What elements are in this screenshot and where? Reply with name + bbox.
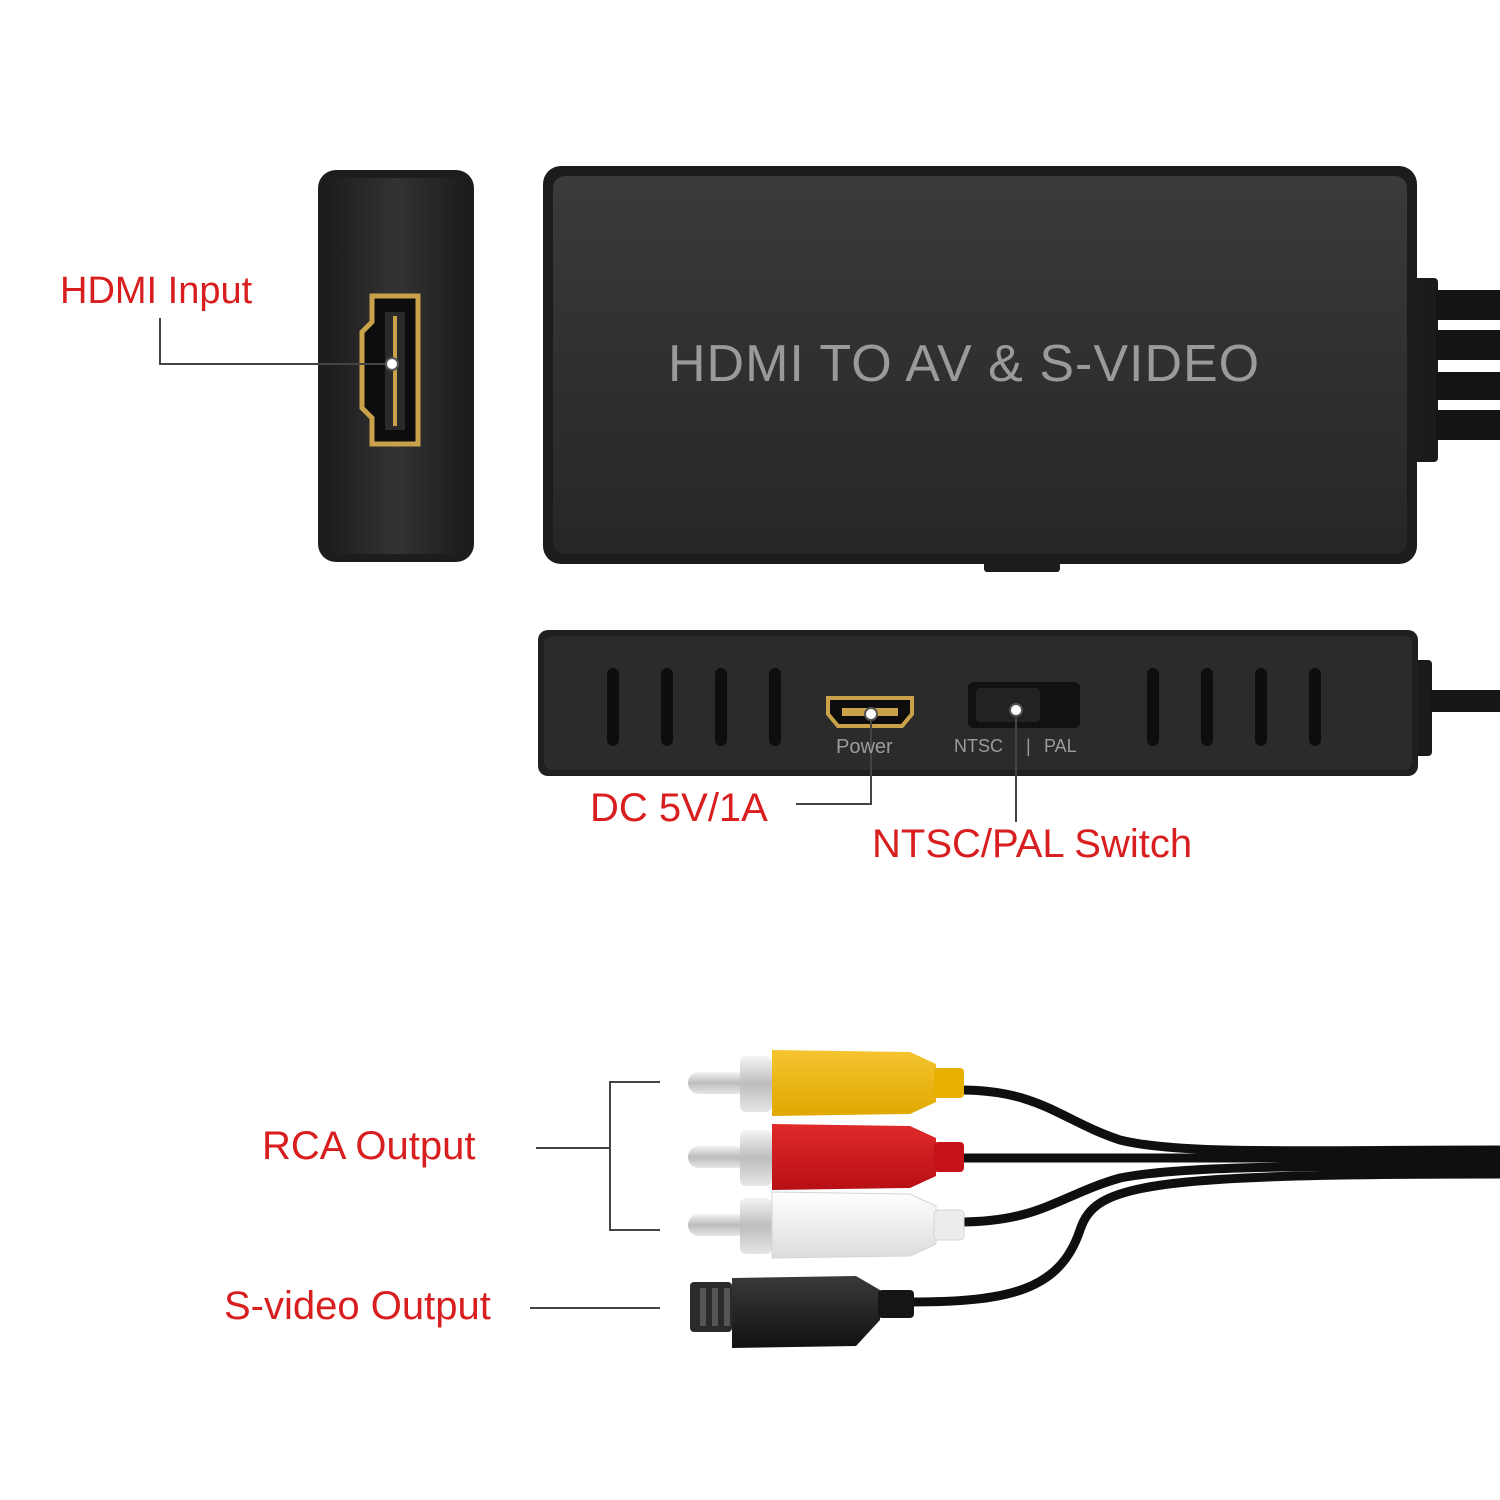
- vent-slot: [1255, 668, 1267, 746]
- switch-divider: |: [1026, 736, 1031, 756]
- converter-box-top: [543, 166, 1500, 572]
- callout-hdmi-input: HDMI Input: [60, 270, 253, 312]
- callout-ntsc-pal-switch: NTSC/PAL Switch: [872, 822, 1193, 866]
- output-cables: [909, 1085, 1500, 1307]
- vent-slot: [1201, 668, 1213, 746]
- vent-slot: [607, 668, 619, 746]
- svideo-plug: [690, 1276, 914, 1348]
- vent-slot: [661, 668, 673, 746]
- device-top-label: HDMI TO AV & S-VIDEO: [668, 335, 1261, 393]
- rca-plug-red: [688, 1124, 964, 1190]
- power-port-label: Power: [836, 736, 893, 758]
- callout-svideo-output: S-video Output: [224, 1284, 491, 1328]
- converter-box-side: [538, 630, 1500, 776]
- callout-dc-power: DC 5V/1A: [590, 786, 768, 830]
- vent-slot: [715, 668, 727, 746]
- power-port-marker: [864, 707, 878, 721]
- rca-bracket: [609, 1081, 660, 1231]
- rca-plug-yellow: [688, 1050, 964, 1116]
- vent-slot: [1309, 668, 1321, 746]
- ntsc-pal-switch: [968, 682, 1080, 728]
- switch-pal-label: PAL: [1044, 736, 1077, 756]
- hdmi-input-leader: [159, 318, 392, 365]
- vent-slot: [769, 668, 781, 746]
- rca-plug-white: [688, 1191, 965, 1259]
- switch-ntsc-label: NTSC: [954, 736, 1003, 756]
- hdmi-input-marker: [385, 357, 399, 371]
- vent-slot: [1147, 668, 1159, 746]
- dc-power-leader: [796, 720, 872, 805]
- callout-rca-output: RCA Output: [262, 1124, 476, 1168]
